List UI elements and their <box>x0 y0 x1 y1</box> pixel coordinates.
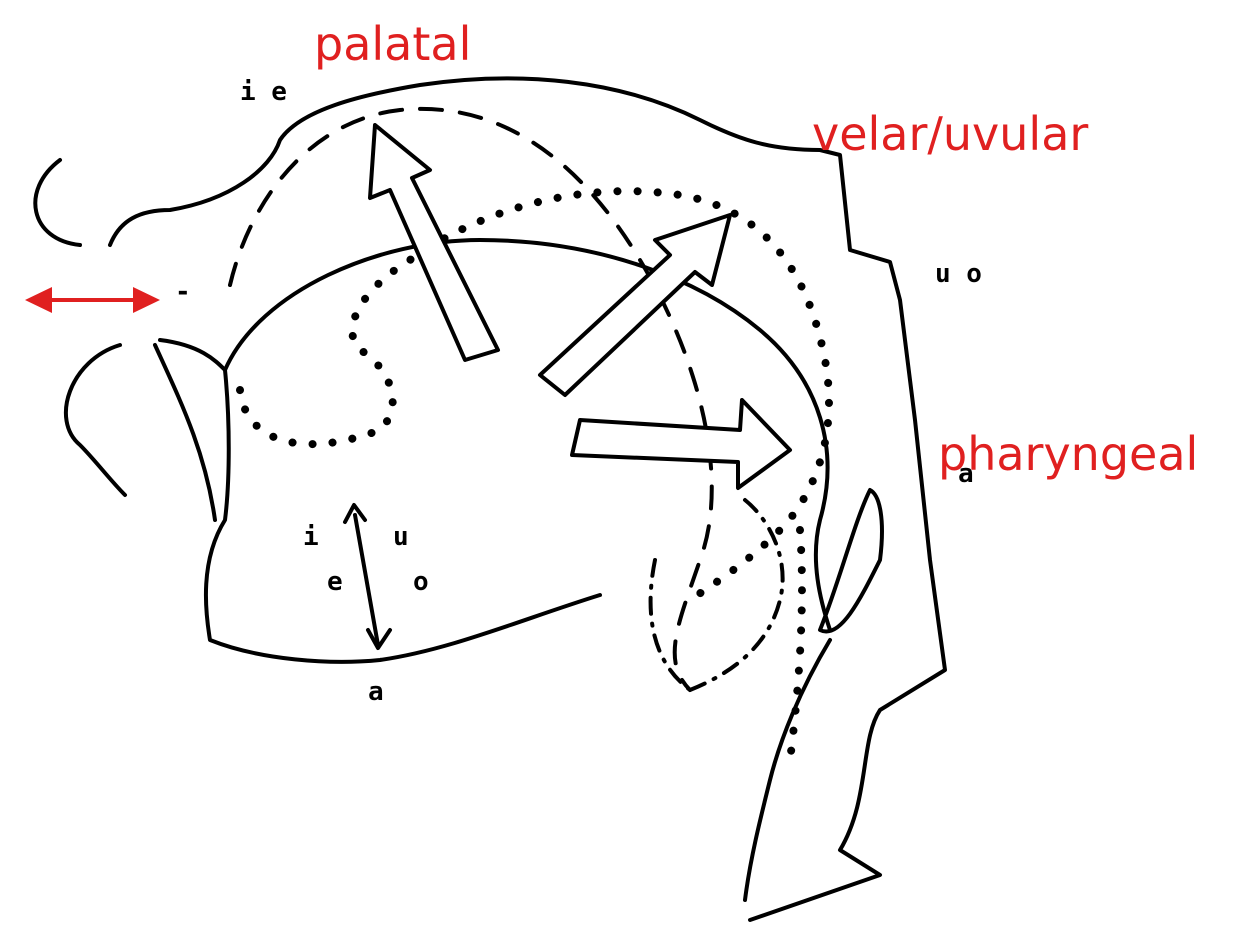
dashed-tongue-curve <box>230 109 712 690</box>
dotted-tongue-contour <box>240 191 829 600</box>
vowel-jaw-a: a <box>368 677 384 707</box>
lip-inner-outline <box>155 345 215 520</box>
dashdot-lower-curve <box>651 500 783 690</box>
upper-lip-outline <box>35 78 945 920</box>
lower-lip-outline <box>160 340 600 662</box>
dotted-pharynx-line <box>790 530 802 760</box>
vowel-jaw-u: u <box>393 522 409 552</box>
jaw-arrow-head-bottom <box>368 630 390 648</box>
label-velar-uvular: velar/uvular <box>812 107 1088 161</box>
vowel-back: u o <box>935 259 982 289</box>
lip-rounding-arrow <box>25 287 160 313</box>
jaw-arrow-line <box>355 515 378 645</box>
vowel-jaw-i: i <box>303 522 319 552</box>
larynx-outline <box>745 640 830 900</box>
epiglottis-outline <box>820 490 882 632</box>
vowel-jaw-e: e <box>327 567 343 597</box>
vowel-jaw-o: o <box>413 567 429 597</box>
label-palatal: palatal <box>314 17 471 71</box>
label-pharyngeal: pharyngeal <box>938 427 1198 481</box>
pharyngeal-arrow <box>572 400 790 488</box>
velar-arrow <box>540 215 730 395</box>
palatal-arrow <box>370 125 498 360</box>
vowel-top-front: i e <box>240 77 287 107</box>
lip-tick: - <box>175 277 191 307</box>
jaw-outline <box>66 345 125 495</box>
